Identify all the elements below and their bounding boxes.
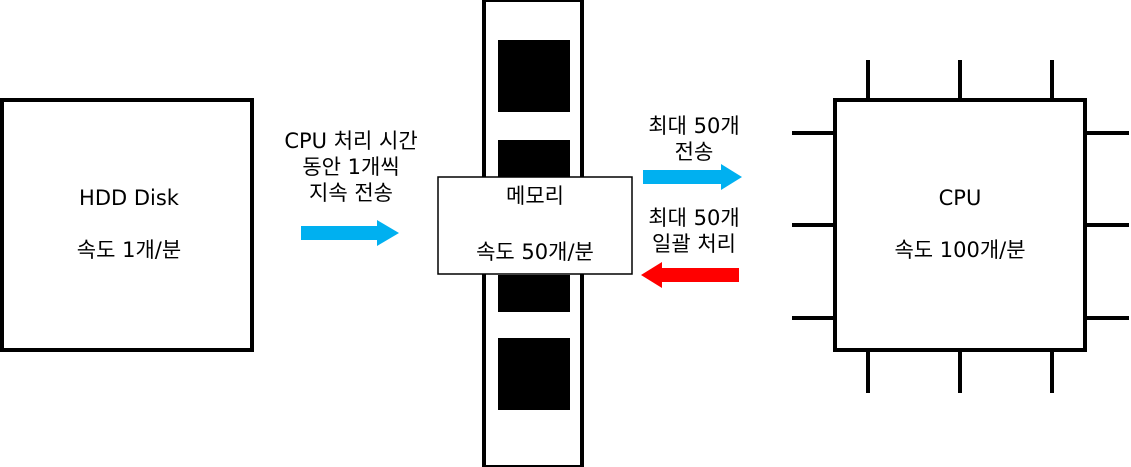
hdd-box	[0, 98, 254, 352]
transfer-line: 일괄 처리	[652, 232, 736, 256]
memory-chip-2	[498, 140, 570, 180]
transfer-line: 최대 50개	[648, 206, 740, 230]
hdd-label: HDD Disk 속도 1개/분	[2, 185, 256, 263]
hdd-speed: 속도 1개/분	[76, 238, 182, 262]
memory-module	[437, 0, 633, 467]
transfer-line: 전송	[674, 140, 714, 164]
transfer-memory-to-cpu-label: 최대 50개 전송	[626, 113, 762, 165]
memory-name: 메모리	[506, 184, 564, 208]
cpu-speed: 속도 100개/분	[894, 238, 1026, 262]
memory-speed: 속도 50개/분	[476, 240, 594, 264]
arrow-hdd-to-memory	[301, 220, 399, 246]
arrow-memory-to-cpu	[643, 164, 742, 190]
cpu-chip	[792, 60, 1129, 393]
memory-chip-3	[498, 275, 570, 312]
cpu-label: CPU 속도 100개/분	[835, 185, 1085, 263]
memory-label-box	[437, 176, 633, 275]
arrow-cpu-to-memory	[641, 262, 739, 288]
cpu-box	[833, 98, 1087, 352]
hdd-name: HDD Disk	[79, 186, 179, 210]
memory-chip-1	[498, 40, 570, 112]
transfer-line: 지속 전송	[309, 181, 393, 205]
cpu-name: CPU	[938, 186, 982, 210]
transfer-hdd-to-memory-label: CPU 처리 시간 동안 1개씩 지속 전송	[262, 128, 440, 206]
transfer-line: 최대 50개	[648, 114, 740, 138]
memory-label: 메모리 속도 50개/분	[438, 183, 632, 265]
transfer-cpu-to-memory-label: 최대 50개 일괄 처리	[626, 205, 762, 257]
transfer-line: 동안 1개씩	[302, 155, 400, 179]
transfer-line: CPU 처리 시간	[284, 129, 418, 153]
memory-chip-4	[498, 338, 570, 410]
